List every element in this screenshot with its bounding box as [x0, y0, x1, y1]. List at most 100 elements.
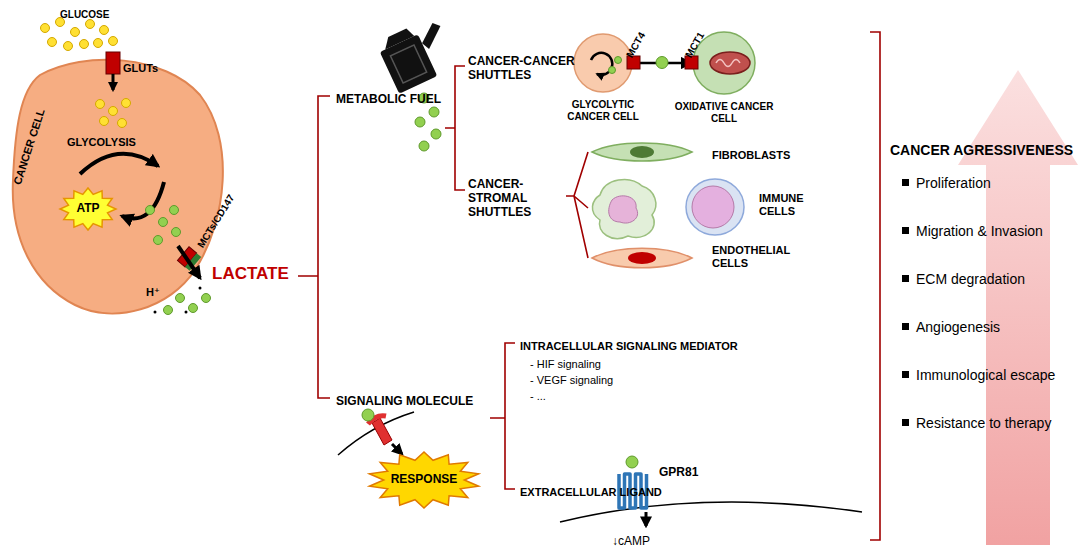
cancer-cell-outline	[13, 60, 223, 314]
cell-nuclei	[628, 146, 734, 264]
text-holder: ENDOTHELIAL CELLS	[712, 244, 807, 269]
lactate-outside	[164, 306, 173, 315]
glucose-dots	[41, 24, 50, 33]
response-starburst: RESPONSE	[368, 452, 480, 508]
membrane-line	[560, 502, 862, 522]
glycolysis-cycle	[80, 154, 164, 219]
text-holder: Proliferation	[916, 174, 991, 192]
list-bullets	[902, 275, 909, 282]
text-holder: OXIDATIVE CANCER CELL	[674, 101, 774, 124]
mct-transporters	[627, 56, 640, 69]
label-text: Migration & Invasion	[916, 223, 1043, 239]
text-holder: ECM degradation	[916, 270, 1025, 288]
glycolytic-internals	[615, 57, 622, 64]
text-holder: GLUTs	[123, 58, 158, 76]
label-text: Resistance to therapy	[916, 415, 1051, 431]
bracket-lines	[566, 152, 588, 258]
lactate-outside	[185, 311, 188, 314]
glucose-inside	[96, 100, 105, 109]
text-holder: GPR81	[659, 462, 698, 480]
fuel-drops	[431, 129, 441, 139]
cell-label: GLYCOLYTIC CANCER CELL	[553, 99, 653, 122]
cell-label: IMMUNE CELLS	[759, 192, 829, 217]
cell-label: OXIDATIVE CANCER CELL	[674, 101, 774, 124]
text-holder: - HIF signaling	[530, 354, 601, 372]
label-text: Proliferation	[916, 175, 991, 191]
label-text: Immunological escape	[916, 367, 1055, 383]
lactate-inside	[146, 206, 181, 245]
mct-transporters	[627, 56, 698, 69]
fuel-drops	[415, 117, 425, 127]
label-text: H⁺	[146, 286, 160, 299]
label-text: ECM degradation	[916, 271, 1025, 287]
glucose-dots	[100, 26, 109, 35]
glucose-dots	[64, 42, 73, 51]
text-holder: GLYCOLYSIS	[67, 132, 136, 150]
ligand-dot	[626, 456, 638, 468]
lactate-inside	[146, 206, 155, 215]
text-holder: - ...	[530, 386, 546, 404]
text-holder: SIGNALING MOLECULE	[336, 391, 473, 409]
text-holder: ATP	[60, 188, 116, 230]
cancer-cell: ATPCANCER CELL GLYCOLYSIS	[5, 50, 230, 325]
lactate-inside	[172, 228, 181, 237]
mitochondrion	[716, 60, 740, 67]
bracket-lines	[445, 66, 465, 190]
label-text: INTRACELLULAR SIGNALING MEDIATOR	[520, 340, 738, 353]
bracket-lines	[298, 32, 880, 540]
text-holder: Immunological escape	[916, 366, 1055, 384]
mct-transporters	[685, 56, 698, 69]
fuel-drops	[429, 107, 439, 117]
cell-label: FIBROBLASTS	[712, 149, 790, 162]
glucose-inside	[96, 99, 131, 128]
glycolysis-cycle	[80, 154, 158, 174]
text-holder: Migration & Invasion	[916, 222, 1043, 240]
starburst-label: RESPONSE	[391, 473, 458, 487]
text-holder: MCTs/CD147	[200, 236, 260, 254]
receptor-icon	[372, 418, 392, 445]
fuel-can	[376, 15, 459, 94]
text-holder: CANCER AGRESSIVENESS	[890, 141, 1073, 159]
label-text: CANCER-STROMAL SHUTTLES	[468, 178, 580, 219]
lymphocyte-cell-outline	[686, 179, 744, 235]
receptor-icon	[338, 412, 414, 455]
list-bullets	[902, 227, 909, 234]
endothelial-cell-outline	[592, 248, 692, 268]
glucose-dots	[41, 18, 118, 51]
receptor-icon	[338, 409, 414, 455]
label-text: EXTRACELLULAR LIGAND	[520, 486, 662, 499]
lactate-inside	[154, 236, 163, 245]
glycolytic-cell-outline	[574, 34, 632, 92]
text-holder: H⁺	[146, 282, 160, 300]
export-arrow	[178, 246, 200, 278]
label-text: LACTATE	[212, 264, 289, 284]
aggressiveness-arrow	[958, 70, 1078, 545]
glucose-dots	[94, 39, 103, 48]
lactate-outside	[199, 287, 202, 290]
text-holder: RESPONSE	[368, 452, 480, 508]
cell-label: ENDOTHELIAL CELLS	[712, 244, 807, 269]
label-text: - HIF signaling	[530, 358, 601, 371]
macrophage-cell	[609, 196, 638, 223]
glycolysis-cycle	[122, 182, 164, 218]
text-holder: CANCER-CANCER SHUTTLES	[468, 55, 580, 83]
text-holder: GLYCOLYTIC CANCER CELL	[553, 99, 653, 122]
text-holder: Angiogenesis	[916, 318, 1000, 336]
response-starburst-outline	[369, 452, 478, 508]
lactate-outside	[176, 294, 185, 303]
text-holder: CANCER CELL	[17, 174, 96, 192]
glucose-dots	[109, 37, 118, 46]
text-holder: FIBROBLASTS	[712, 145, 790, 163]
label-text: GLUTs	[123, 62, 158, 75]
text-holder: METABOLIC FUEL	[336, 89, 441, 107]
camp-arrow	[646, 512, 647, 526]
glut-transporter	[106, 52, 120, 74]
list-bullets	[902, 371, 909, 378]
text-holder: GLUCOSE	[60, 4, 109, 22]
label-text: - VEGF signaling	[530, 374, 613, 387]
bracket-lines	[298, 96, 330, 398]
cancer-cell-outline	[5, 50, 230, 325]
export-arrow	[178, 246, 200, 278]
text-holder: CANCER-STROMAL SHUTTLES	[468, 178, 580, 219]
cell-nuclei	[630, 146, 654, 158]
